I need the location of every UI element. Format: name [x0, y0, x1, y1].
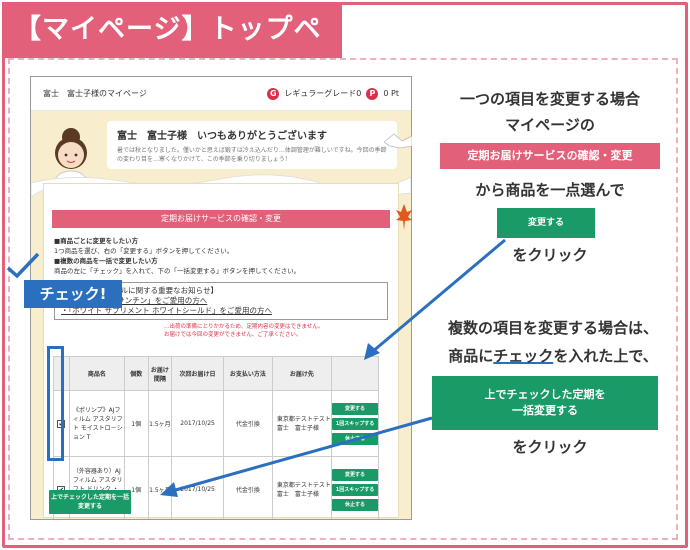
- notice-link-whiteshield[interactable]: ・「ホワイト サプリメント ホワイトシールド」をご愛用の方へ: [61, 306, 273, 315]
- mypage-header: 富士 富士子様のマイページ G レギュラーグレード0 P 0 Pt: [31, 77, 411, 111]
- subscription-panel: 定期お届けサービスの確認・変更 ■商品ごとに変更をしたい方 1つ商品を選び、右の…: [43, 183, 399, 519]
- check-callout: チェック!: [24, 280, 122, 308]
- warning-line-1: …出荷の準備にとりかかるため、定期内容の変更はできません。: [164, 324, 324, 330]
- multi-change-heading: 複数の項目を変更する場合は、 商品にチェックを入れた上で、: [447, 319, 658, 365]
- torn-corner-icon: [384, 133, 412, 149]
- pause-button[interactable]: 休止する: [331, 432, 378, 445]
- guide-inner-border: [8, 58, 678, 540]
- bulk-change-label: 上でチェックした定期を一括変更する: [50, 494, 129, 510]
- points-label[interactable]: 0 Pt: [383, 89, 399, 98]
- next-date: 2017/10/25: [171, 390, 224, 457]
- multi-click-text: をクリック: [512, 438, 588, 456]
- page-title: 【マイページ】トップページ: [2, 2, 342, 101]
- table-header-row: 商品名 個数 お届け間隔 次回お届け日 お支払い方法 お届け先: [53, 356, 380, 391]
- single-click-text: をクリック: [512, 246, 588, 264]
- col-header: 次回お届け日: [171, 356, 224, 391]
- notice-head: 【商品リニューアルに関する重要なお知らせ】: [61, 286, 218, 295]
- pause-button[interactable]: 休止する: [331, 498, 378, 511]
- checkbox-highlight: [47, 346, 64, 461]
- skip-button[interactable]: 1回スキップする: [331, 417, 378, 430]
- payment-method: 代金引換: [222, 456, 273, 519]
- maple-leaf-icon: [396, 204, 412, 230]
- account-title: 富士 富士子様のマイページ: [43, 89, 147, 98]
- note2-body: 商品の左に「チェック」を入れて、下の「一括変更する」ボタンを押してください。: [54, 267, 301, 275]
- warning-text: …出荷の準備にとりかかるため、定期内容の変更はできません。 お届けでは今回の変更…: [44, 320, 398, 339]
- greeting-box: 富士 富士子様 いつもありがとうございます 暑では秋となりました。僅いかと思えば…: [107, 121, 397, 169]
- table-row: ✔ 《ポリンプ》AJフィルム アスタリフト モイストロ－ション T 1個 1.5…: [53, 390, 380, 457]
- single-change-instruction: から商品を一点選んで: [475, 181, 625, 199]
- sample-change-button: 変更する: [497, 208, 595, 238]
- mypage-body: 富士 富士子様 いつもありがとうございます 暑では秋となりました。僅いかと思えば…: [31, 111, 411, 519]
- section-header: 定期お届けサービスの確認・変更: [52, 210, 390, 228]
- note1-head: ■商品ごとに変更をしたい方: [54, 237, 139, 245]
- greeting-subtext: 暑では秋となりました。僅いかと思えば鍛すは冷え込んだり…体調管理が難しいですね。…: [117, 147, 387, 163]
- quantity: 1個: [123, 456, 149, 519]
- interval: 1.5ヶ月: [147, 390, 173, 457]
- delivery-address: 東京都テストテスト 富士 富士子様: [271, 390, 332, 457]
- subscription-section-tag: 定期お届けサービスの確認・変更: [440, 143, 660, 169]
- delivery-address: 東京都テストテスト 富士 富士子様: [271, 456, 332, 519]
- warning-line-2: お届けでは今回の変更ができません。ご了承ください。: [164, 332, 302, 338]
- single-change-heading: 一つの項目を変更する場合 マイページの: [459, 90, 640, 134]
- col-header: お支払い方法: [222, 356, 273, 391]
- next-date: 2017/10/25: [171, 456, 224, 519]
- payment-method: 代金引換: [222, 390, 273, 457]
- change-button[interactable]: 変更する: [331, 468, 378, 481]
- grade-label[interactable]: レギュラーグレード0: [284, 89, 362, 98]
- note2-head: ■複数の商品を一括で変更したい方: [54, 257, 158, 265]
- notice-link-astaxanthin[interactable]: ・「飲むアスタキサンチン」をご愛用の方へ: [61, 296, 208, 305]
- bulk-change-button[interactable]: 上でチェックした定期を一括変更する: [49, 490, 131, 514]
- col-header: [330, 356, 380, 391]
- note1-body: 1つ商品を選び、右の「変更する」ボタンを押してください。: [54, 247, 234, 255]
- change-button[interactable]: 変更する: [331, 402, 378, 415]
- col-header: お届け先: [271, 356, 332, 391]
- col-header: お届け間隔: [147, 356, 173, 391]
- quantity: 1個: [123, 390, 149, 457]
- skip-button[interactable]: 1回スキップする: [331, 483, 378, 496]
- instructions: ■商品ごとに変更をしたい方 1つ商品を選び、右の「変更する」ボタンを押してくださ…: [44, 228, 398, 276]
- product-name: 《ポリンプ》AJフィルム アスタリフト モイストロ－ション T: [68, 390, 125, 457]
- checkmark-icon: [6, 252, 40, 279]
- sample-bulk-button: 上でチェックした定期を 一括変更する: [432, 376, 658, 430]
- grade-icon: G: [267, 87, 280, 100]
- greeting-title: 富士 富士子様 いつもありがとうございます: [117, 131, 327, 142]
- col-header: 個数: [123, 356, 149, 391]
- col-header: 商品名: [68, 356, 125, 391]
- points-icon: P: [366, 87, 379, 100]
- interval: 1.5ヶ月: [147, 456, 173, 519]
